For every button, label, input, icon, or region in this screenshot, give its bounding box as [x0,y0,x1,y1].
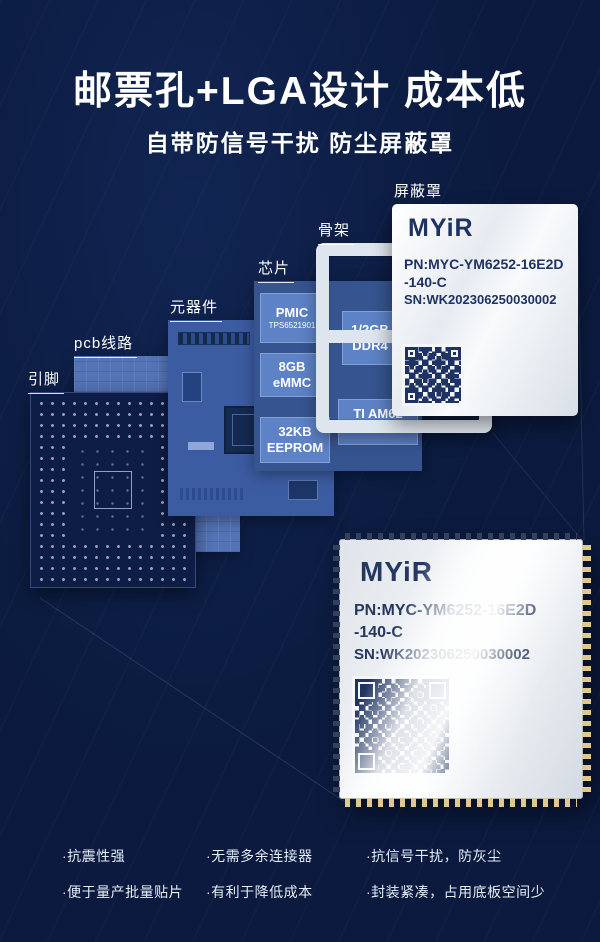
chip-emmc-name: eMMC [272,375,312,390]
feature-column-2: ·无需多余连接器 ·有利于降低成本 [206,838,313,910]
shield-brand-logo: MYiR [408,214,474,242]
label-shield: 屏蔽罩 [394,180,447,206]
page-title: 邮票孔+LGA设计 成本低 [73,70,527,113]
shield-serial-number: SN:WK202306250030002 [404,292,557,307]
feature-item: ·抗信号干扰，防灰尘 [366,848,502,864]
module-pads-bottom [345,798,577,807]
label-pins: 引脚 [28,368,65,394]
feature-column-1: ·抗震性强 ·便于量产批量贴片 [62,838,183,910]
component-connector [178,332,250,345]
chip-emmc: 8GB eMMC [260,353,324,397]
shield-qr-code [402,344,464,406]
assembled-module: MYiR PN:MYC-YM6252-16E2D -140-C SN:WK202… [333,533,591,807]
module-pads-left [333,545,340,793]
qr-finder [447,347,461,361]
chip-eeprom-size: 32KB [278,424,312,440]
module-pads-top [345,533,577,540]
feature-item: ·无需多余连接器 [206,848,313,864]
chip-emmc-size: 8GB [278,359,306,375]
shield-cover: MYiR PN:MYC-YM6252-16E2D -140-C SN:WK202… [392,204,578,416]
label-pcb: pcb线路 [74,332,138,358]
pin-core-dots [75,445,151,535]
pin-core-area [71,441,155,539]
chip-soc-name: TI AM62 [353,406,403,421]
shield-part-number-suffix: -140-C [404,274,447,290]
feature-item: ·抗震性强 [62,848,126,864]
component-capacitor [188,442,214,450]
page-subtitle: 自带防信号干扰 防尘屏蔽罩 [145,130,455,156]
qr-finder [355,750,378,773]
feature-item: ·封装紧凑，占用底板空间少 [366,884,546,900]
label-components: 元器件 [170,296,223,322]
pin-center-outline [94,471,132,509]
feature-item: ·便于量产批量贴片 [62,884,184,900]
chip-pmic-name: PMIC [275,305,309,321]
module-part-number-suffix: -140-C [354,624,403,641]
component-ic-small [182,372,202,402]
chip-pmic: PMIC TPS6521901 [260,293,324,343]
module-part-number: PN:MYC-YM6252-16E2D [354,602,537,619]
qr-finder [355,679,378,702]
qr-finder [426,679,449,702]
component-ic-small [288,480,318,500]
shield-part-number: PN:MYC-YM6252-16E2D [404,256,564,272]
feature-item: ·有利于降低成本 [206,884,313,900]
label-chips: 芯片 [258,257,295,283]
chip-pmic-part: TPS6521901 [268,321,316,330]
qr-finder [405,347,419,361]
module-pads-right [582,545,591,793]
chip-eeprom-name: EEPROM [266,440,324,455]
component-pad-row [180,488,244,500]
module-serial-number: SN:WK202306250030002 [354,646,530,663]
label-frame: 骨架 [318,219,355,245]
module-brand-logo: MYiR [360,556,433,587]
module-qr-code [352,676,452,776]
feature-column-3: ·抗信号干扰，防灰尘 ·封装紧凑，占用底板空间少 [366,838,545,910]
qr-finder [405,389,419,403]
